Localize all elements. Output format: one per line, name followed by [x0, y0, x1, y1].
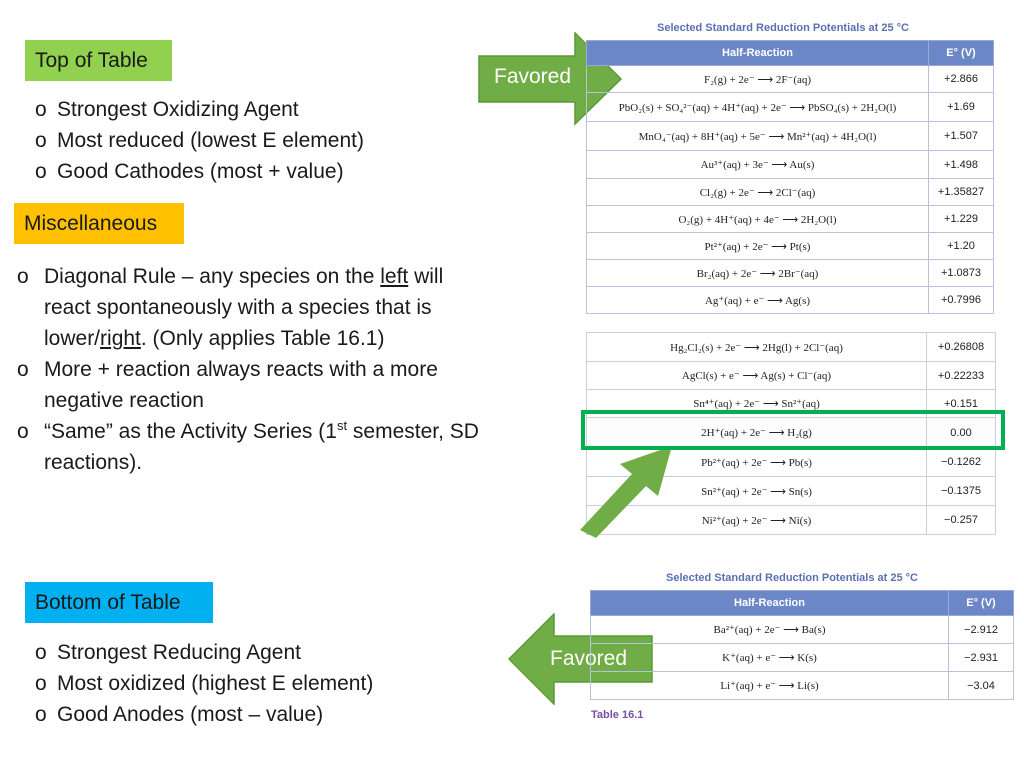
top-of-table-label: Top of Table — [25, 40, 172, 81]
table-row: F₂(g) + 2e⁻ ⟶ 2F⁻(aq)+2.866 — [586, 65, 994, 93]
table-row-highlighted: 2H⁺(aq) + 2e⁻ ⟶ H₂(g)0.00 — [586, 417, 996, 448]
bottom-table-title: Selected Standard Reduction Potentials a… — [666, 572, 918, 584]
table-row: Cl₂(g) + 2e⁻ ⟶ 2Cl⁻(aq)+1.35827 — [586, 178, 994, 206]
top-table-title: Selected Standard Reduction Potentials a… — [657, 22, 909, 34]
diagonal-arrow-icon — [580, 446, 672, 538]
table-row: MnO₄⁻(aq) + 8H⁺(aq) + 5e⁻ ⟶ Mn²⁺(aq) + 4… — [586, 121, 994, 151]
table-row: Au³⁺(aq) + 3e⁻ ⟶ Au(s)+1.498 — [586, 150, 994, 179]
favored-top-label: Favored — [494, 65, 572, 88]
list-item: o“Same” as the Activity Series (1st seme… — [17, 418, 479, 474]
miscellaneous-label: Miscellaneous — [14, 203, 184, 244]
table-row: Ni²⁺(aq) + 2e⁻ ⟶ Ni(s)−0.257 — [586, 505, 996, 535]
header-half-reaction: Half-Reaction — [586, 40, 929, 66]
table-row: Li⁺(aq) + e⁻ ⟶ Li(s)−3.04 — [590, 671, 1014, 700]
table-row: Br₂(aq) + 2e⁻ ⟶ 2Br⁻(aq)+1.0873 — [586, 259, 994, 287]
header-half-reaction: Half-Reaction — [590, 590, 949, 616]
hydrogen-row-highlight — [581, 410, 1005, 450]
table-row: Ba²⁺(aq) + 2e⁻ ⟶ Ba(s)−2.912 — [590, 615, 1014, 644]
table-row: O₂(g) + 4H⁺(aq) + 4e⁻ ⟶ 2H₂O(l)+1.229 — [586, 205, 994, 233]
table-row: Hg₂Cl₂(s) + 2e⁻ ⟶ 2Hg(l) + 2Cl⁻(aq)+0.26… — [586, 332, 996, 362]
bottom-reduction-table: Half-Reaction E° (V) Ba²⁺(aq) + 2e⁻ ⟶ Ba… — [590, 590, 1014, 700]
table-row: AgCl(s) + e⁻ ⟶ Ag(s) + Cl⁻(aq)+0.22233 — [586, 361, 996, 390]
header-e-volts: E° (V) — [948, 590, 1014, 616]
table-row: Ag⁺(aq) + e⁻ ⟶ Ag(s)+0.7996 — [586, 286, 994, 314]
bottom-of-table-label: Bottom of Table — [25, 582, 213, 623]
table-row: PbO₂(s) + SO₄²⁻(aq) + 4H⁺(aq) + 2e⁻ ⟶ Pb… — [586, 92, 994, 122]
table-row: Pt²⁺(aq) + 2e⁻ ⟶ Pt(s)+1.20 — [586, 232, 994, 260]
top-reduction-table: Half-Reaction E° (V) F₂(g) + 2e⁻ ⟶ 2F⁻(a… — [586, 40, 994, 314]
middle-reduction-table: Hg₂Cl₂(s) + 2e⁻ ⟶ 2Hg(l) + 2Cl⁻(aq)+0.26… — [586, 332, 996, 535]
table-caption: Table 16.1 — [591, 709, 644, 721]
table-row: K⁺(aq) + e⁻ ⟶ K(s)−2.931 — [590, 643, 1014, 672]
header-e-volts: E° (V) — [928, 40, 994, 66]
